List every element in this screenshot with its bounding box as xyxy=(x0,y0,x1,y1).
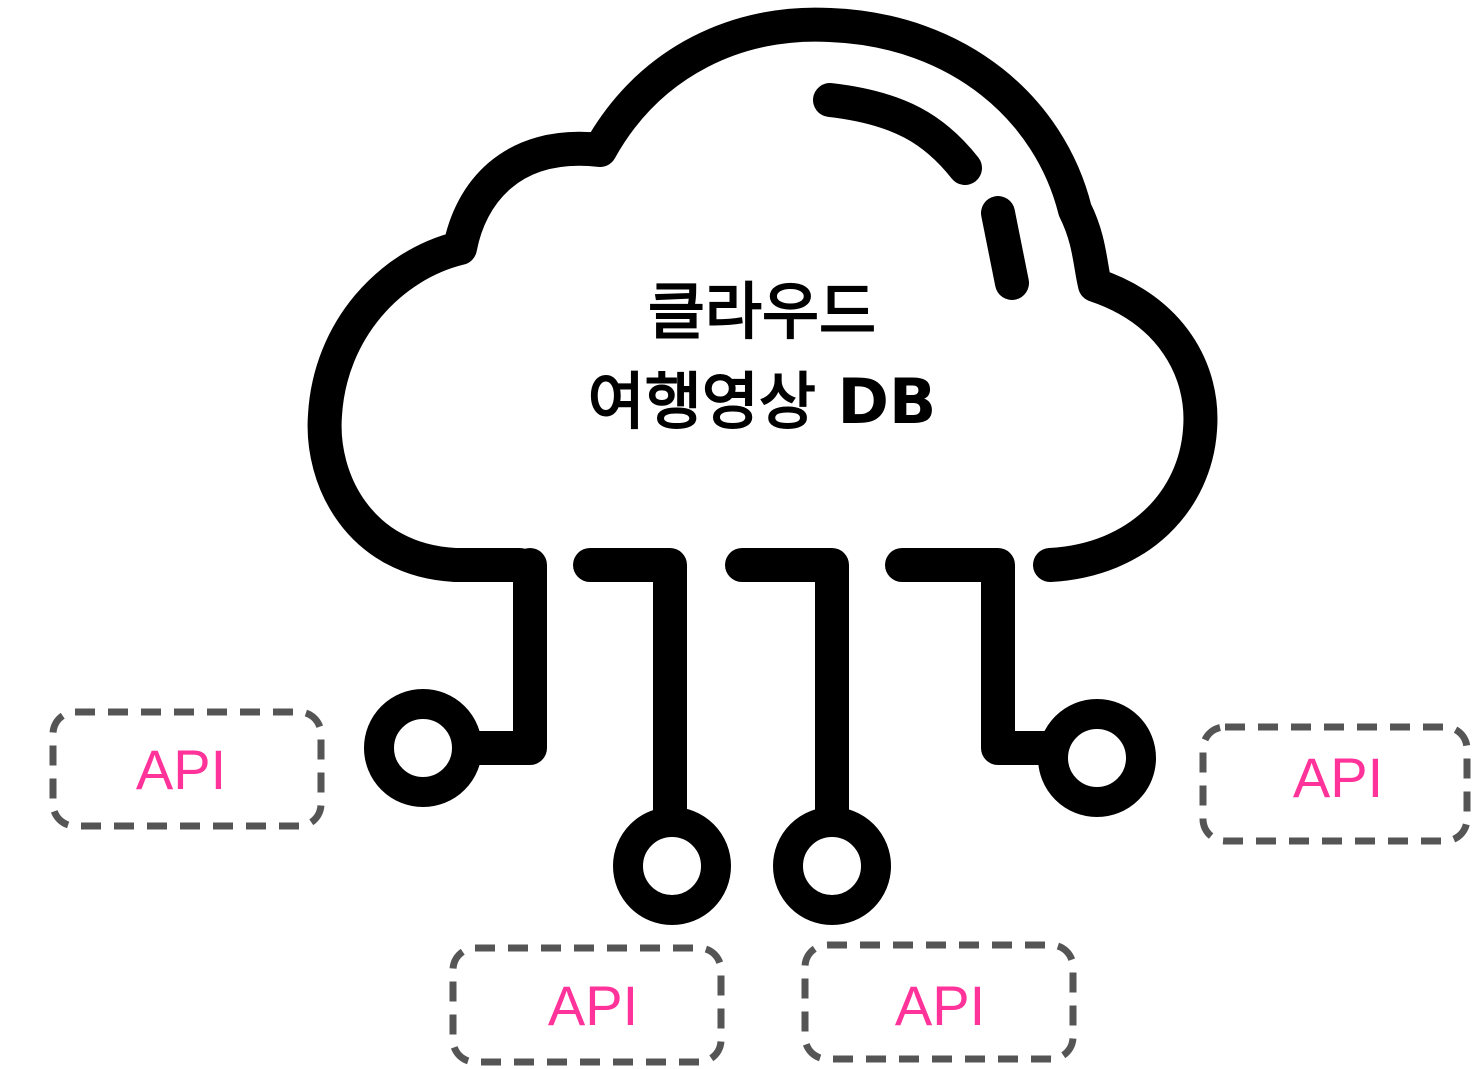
api-label: API xyxy=(136,738,226,801)
connector-center-left xyxy=(573,548,687,835)
node-circle-center-right xyxy=(773,807,891,925)
connector-center-right xyxy=(725,548,849,835)
api-label: API xyxy=(1293,746,1383,809)
api-label: API xyxy=(895,974,985,1037)
node-circle-left xyxy=(364,689,482,807)
cloud-highlight-dash xyxy=(981,196,1029,300)
api-box-right: API xyxy=(1199,723,1471,845)
api-box-bottom-left: API xyxy=(449,944,725,1066)
cloud-icon xyxy=(307,7,1218,582)
connector-right xyxy=(885,548,1077,765)
node-circle-center-left xyxy=(613,807,731,925)
cloud-highlight-arc xyxy=(813,83,982,185)
node-circle-right xyxy=(1038,699,1156,817)
api-box-bottom-right: API xyxy=(801,941,1077,1063)
cloud-title-line2: 여행영상 DB xyxy=(588,365,936,438)
api-box-left: API xyxy=(49,708,325,830)
api-label: API xyxy=(548,974,638,1037)
cloud-title-line1: 클라우드 xyxy=(648,275,876,348)
connector-left xyxy=(443,548,547,765)
